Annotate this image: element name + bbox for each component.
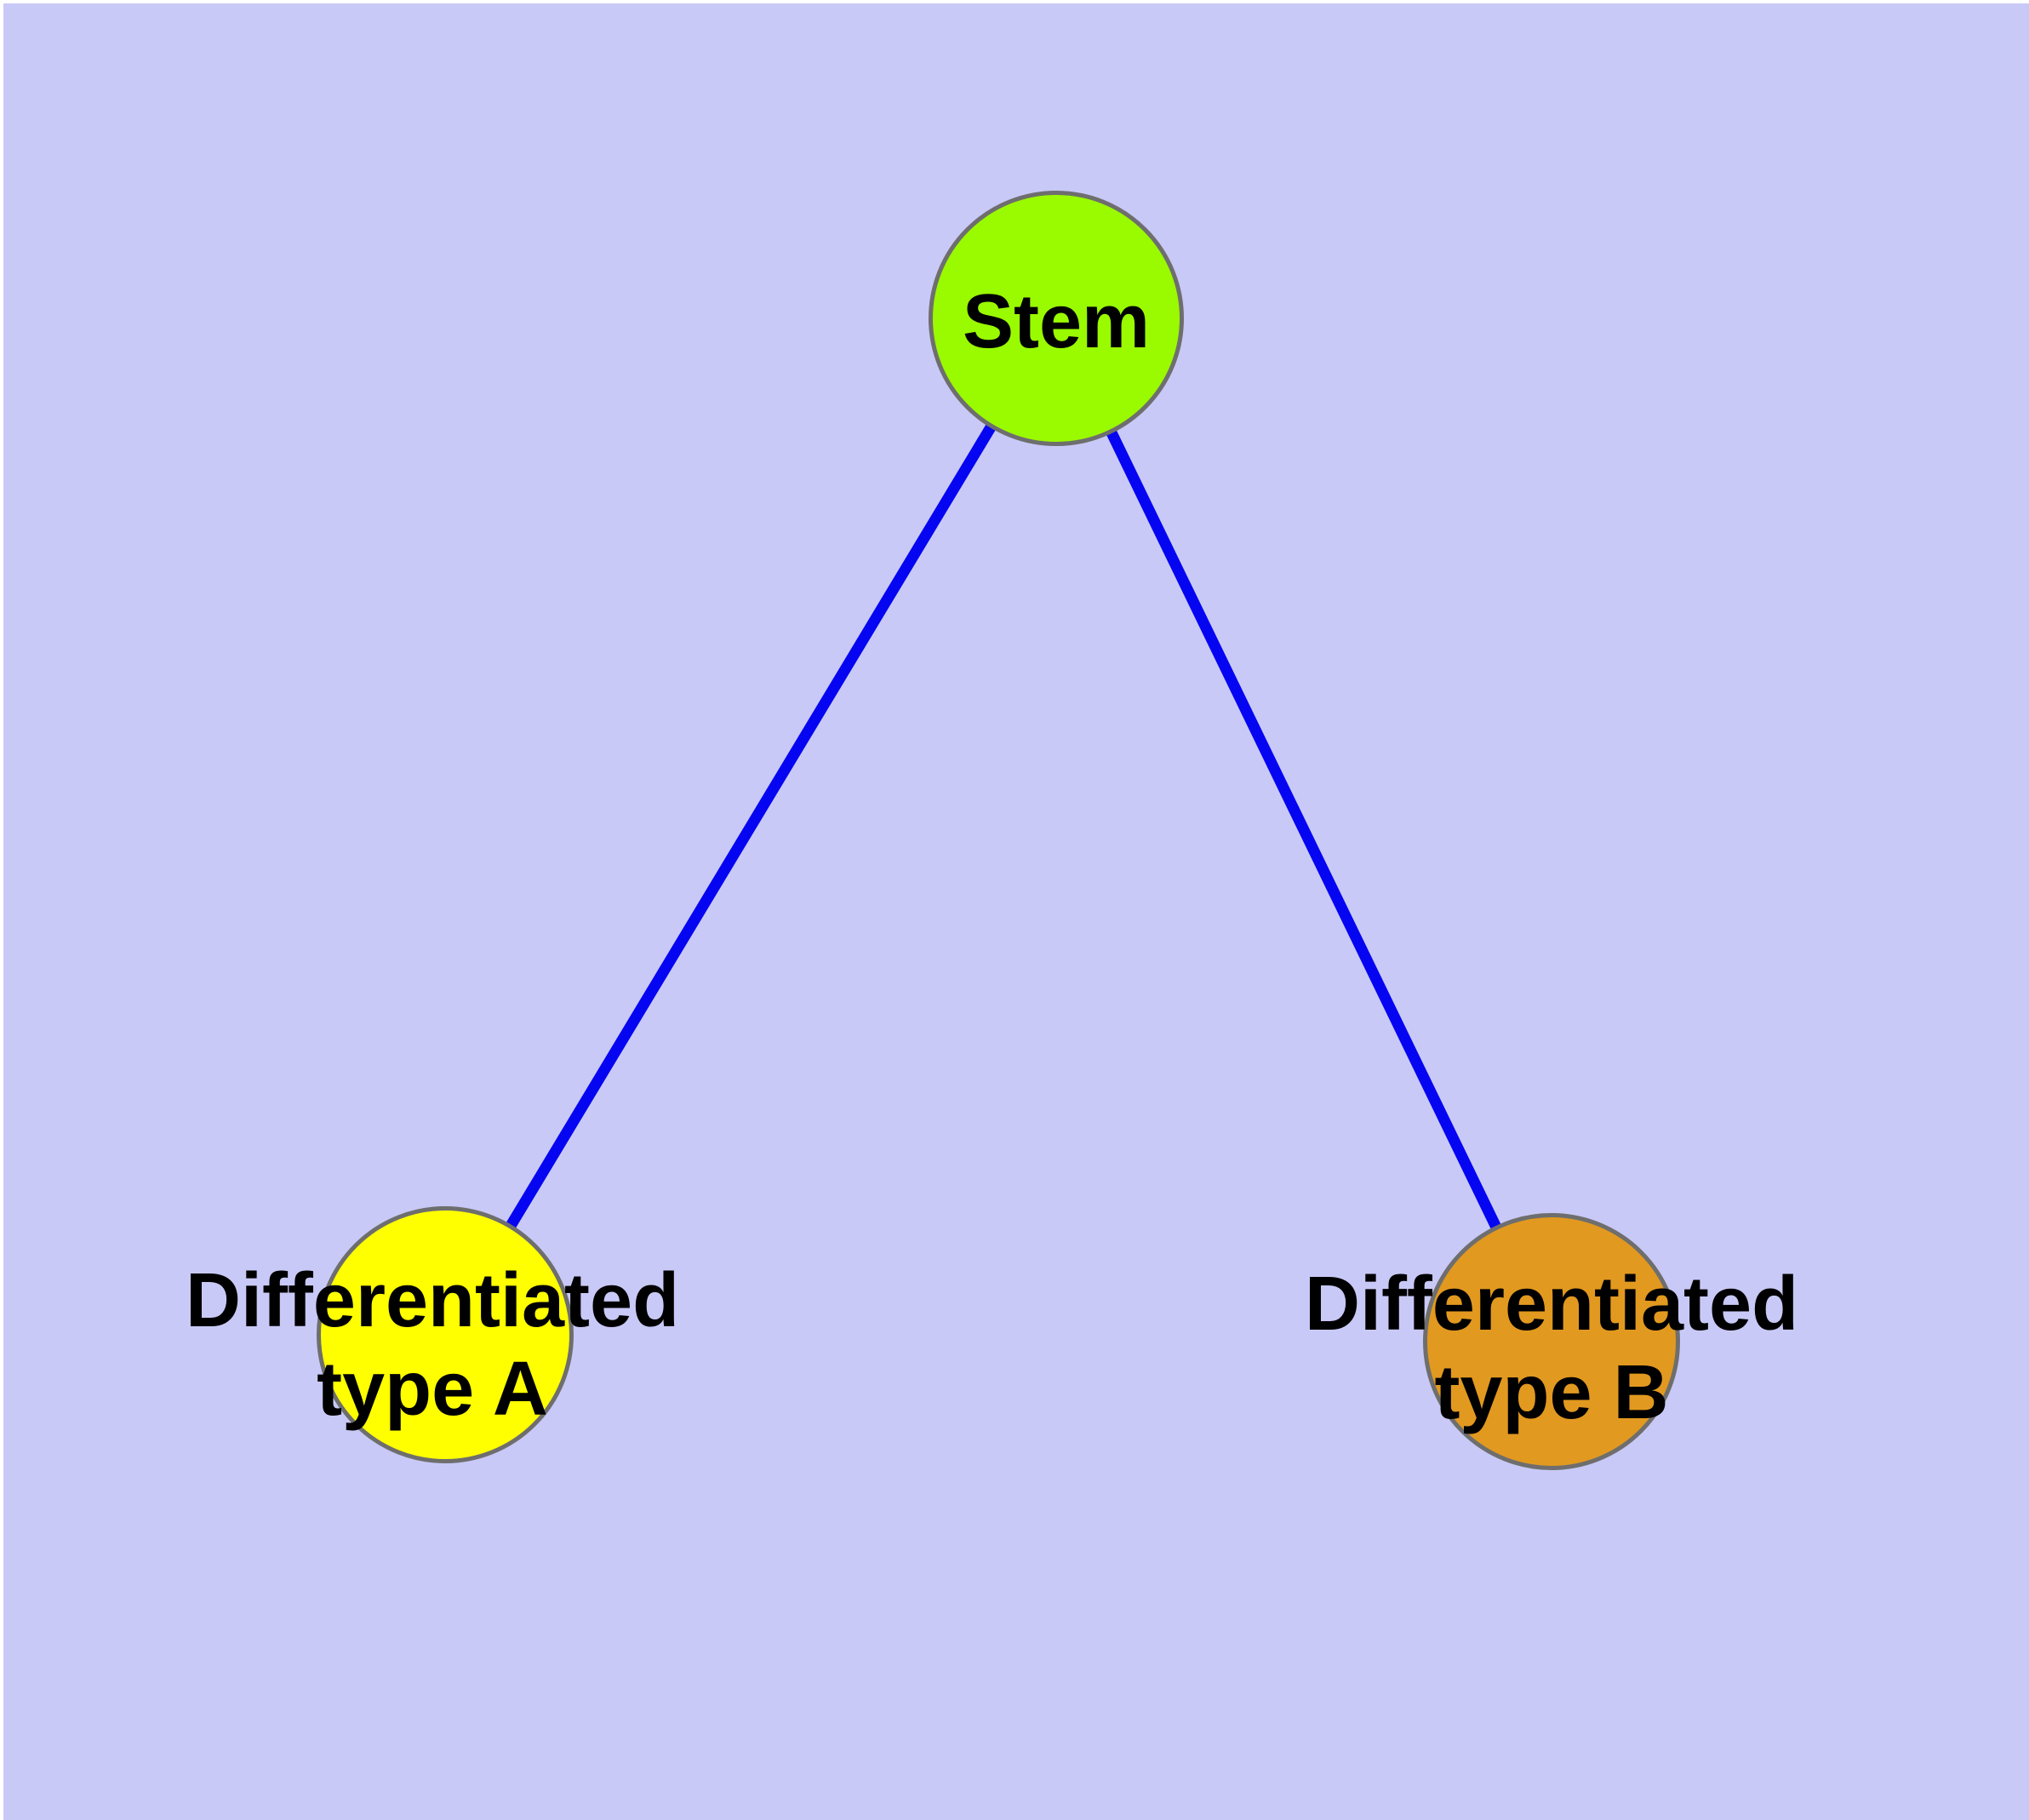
- node-label-line: Differentiated: [1304, 1262, 1799, 1347]
- node-stem: [929, 191, 1184, 446]
- edge-stem-to-type-b: [1051, 316, 1557, 1344]
- node-label-line: Differentiated: [185, 1258, 680, 1343]
- node-label-line: Stem: [962, 279, 1151, 364]
- node-diff-type-a: [317, 1206, 574, 1463]
- edges-layer: [440, 315, 1557, 1344]
- edge-stem-to-type-a: [440, 315, 1061, 1338]
- node-label-line: type A: [317, 1347, 548, 1432]
- node-label-stem: Stem: [963, 278, 1150, 366]
- node-label-line: type B: [1434, 1350, 1669, 1435]
- node-diff-type-b: [1423, 1213, 1680, 1470]
